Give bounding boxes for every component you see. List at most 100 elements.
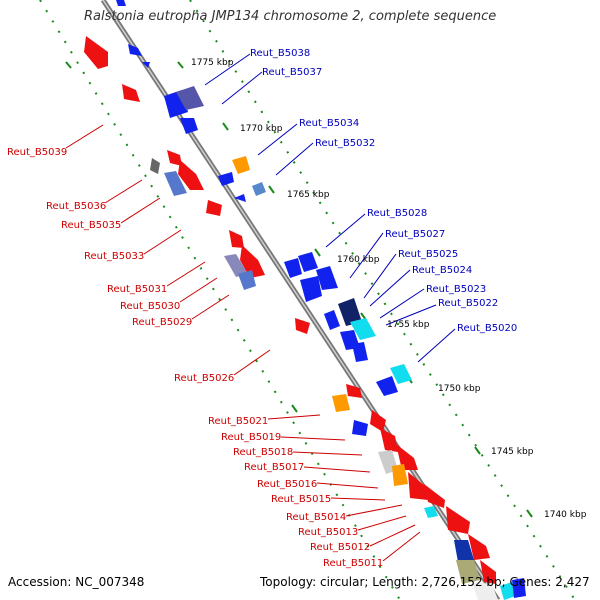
scale-tick-1740 [526, 509, 533, 518]
gene-feature [178, 160, 204, 190]
gene-feature [240, 245, 265, 278]
gene-label-reverse[interactable]: Reut_B5030 [120, 301, 181, 312]
gene-label-reverse[interactable]: Reut_B5036 [46, 201, 107, 212]
gene-label-reverse[interactable]: Reut_B5021 [208, 416, 269, 427]
gene-label-reverse[interactable]: Reut_B5017 [244, 462, 305, 473]
gene-label-reverse[interactable]: Reut_B5039 [7, 147, 68, 158]
gene-feature [352, 420, 368, 436]
gene-label-reverse[interactable]: Reut_B5015 [271, 494, 332, 505]
gene-feature [150, 158, 160, 174]
gene-label-forward[interactable]: Reut_B5037 [262, 67, 323, 78]
gene-label-forward[interactable]: Reut_B5028 [367, 208, 428, 219]
forward-leader-lines [204, 53, 456, 363]
scale-label: 1750 kbp [438, 384, 481, 394]
gene-label-reverse[interactable]: Reut_B5033 [84, 251, 145, 262]
gene-feature [332, 394, 350, 412]
gene-feature [346, 384, 362, 398]
gene-feature [424, 506, 438, 518]
gene-feature [468, 534, 490, 560]
gene-feature [380, 428, 398, 452]
gene-feature [176, 86, 204, 110]
gene-feature [350, 318, 376, 340]
gene-feature [167, 150, 182, 166]
gene-feature [252, 182, 266, 196]
gene-feature [84, 36, 108, 69]
gene-feature [392, 464, 408, 486]
gene-feature [316, 266, 338, 290]
gene-label-reverse[interactable]: Reut_B5029 [132, 317, 193, 328]
gene-feature [224, 254, 248, 277]
scale-label: 1755 kbp [387, 320, 430, 330]
gene-label-forward[interactable]: Reut_B5034 [299, 118, 360, 129]
scale-tick-1765 [268, 185, 275, 194]
gene-feature [206, 200, 222, 216]
gene-label-forward[interactable]: Reut_B5032 [315, 138, 376, 149]
gene-label-reverse[interactable]: Reut_B5018 [233, 447, 294, 458]
scale-label: 1765 kbp [287, 190, 330, 200]
gene-feature [424, 484, 445, 508]
gene-feature [408, 472, 428, 500]
gene-feature [122, 84, 140, 102]
gene-label-reverse[interactable]: Reut_B5019 [221, 432, 282, 443]
map-title: Ralstonia eutropha JMP134 chromosome 2, … [84, 9, 497, 24]
scale-label: 1745 kbp [491, 447, 534, 457]
gene-feature [300, 276, 322, 302]
gene-feature [142, 62, 150, 68]
gene-feature [234, 194, 246, 202]
gene-feature [390, 364, 412, 384]
scale-tick-1770 [222, 122, 229, 131]
reverse-leader-lines [65, 124, 421, 562]
inner-dotted-guide [189, 0, 576, 600]
gene-feature [284, 258, 302, 278]
topology-info: Topology: circular; Length: 2,726,152 bp… [260, 575, 590, 589]
scale-ticks [65, 61, 533, 518]
scale-tick-1745 [474, 446, 481, 455]
gene-feature [512, 578, 526, 598]
gene-feature [180, 118, 198, 134]
gene-feature [218, 172, 234, 186]
gene-feature [295, 318, 310, 334]
scale-label: 1740 kbp [544, 510, 587, 520]
gene-label-forward[interactable]: Reut_B5023 [426, 284, 487, 295]
gene-label-forward[interactable]: Reut_B5025 [398, 249, 459, 260]
scale-label: 1775 kbp [191, 58, 234, 68]
gene-label-reverse[interactable]: Reut_B5026 [174, 373, 235, 384]
gene-feature [116, 0, 126, 6]
gene-feature [370, 410, 386, 432]
gene-feature [456, 560, 480, 584]
outer-dotted-guide [39, 0, 401, 600]
gene-feature [472, 582, 498, 600]
reverse-strand-features [84, 36, 498, 600]
gene-feature [128, 44, 142, 56]
gene-feature [376, 376, 398, 396]
forward-strand-features [116, 0, 526, 600]
gene-label-reverse[interactable]: Reut_B5031 [107, 284, 168, 295]
scale-tick-1775 [177, 61, 184, 69]
gene-feature [232, 156, 250, 174]
scale-tick-1760 [314, 248, 321, 257]
gene-feature [164, 171, 187, 196]
gene-label-reverse[interactable]: Reut_B5013 [298, 527, 359, 538]
scale-tick-outer-1 [65, 61, 72, 69]
gene-feature [352, 342, 368, 362]
gene-label-forward[interactable]: Reut_B5024 [412, 265, 473, 276]
gene-label-reverse[interactable]: Reut_B5016 [257, 479, 318, 490]
gene-feature [324, 310, 340, 330]
gene-label-reverse[interactable]: Reut_B5012 [310, 542, 371, 553]
accession-label: Accession: NC_007348 [8, 575, 145, 589]
scale-label: 1760 kbp [337, 255, 380, 265]
gene-label-reverse[interactable]: Reut_B5014 [286, 512, 347, 523]
gene-feature [454, 540, 474, 562]
gene-feature [229, 230, 244, 248]
gene-label-forward[interactable]: Reut_B5027 [385, 229, 446, 240]
gene-feature [500, 582, 516, 600]
gene-label-forward[interactable]: Reut_B5020 [457, 323, 518, 334]
gene-label-forward[interactable]: Reut_B5022 [438, 298, 499, 309]
gene-label-reverse[interactable]: Reut_B5035 [61, 220, 122, 231]
gene-label-forward[interactable]: Reut_B5038 [250, 48, 311, 59]
scale-tick-outer-2 [291, 404, 298, 413]
gene-label-reverse[interactable]: Reut_B5011 [323, 558, 384, 569]
gene-feature [238, 270, 256, 290]
scale-label: 1770 kbp [240, 124, 283, 134]
